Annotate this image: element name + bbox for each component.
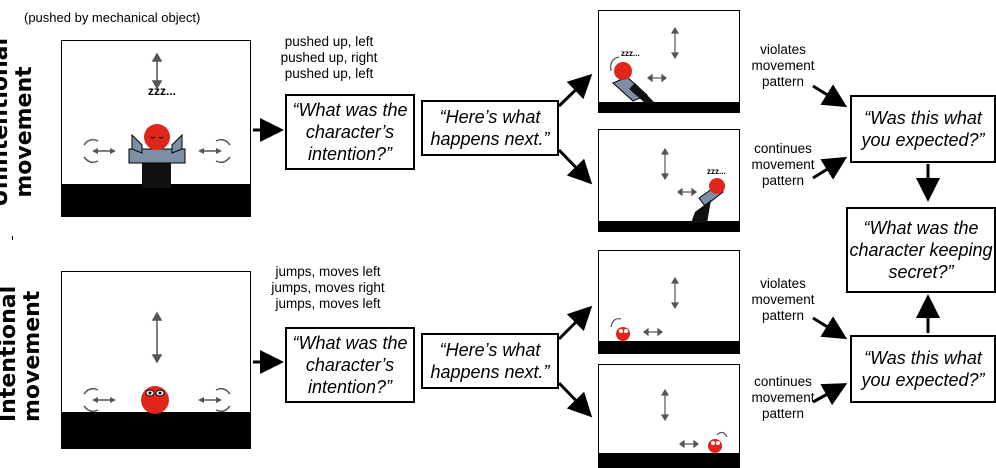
arrow [557, 381, 593, 418]
outcome-line: pattern [761, 74, 805, 89]
continues-scene: zzz... [660, 147, 726, 223]
outcome-line: continues [754, 141, 812, 156]
sequence-line: pushed up, right [280, 50, 378, 65]
floor [599, 341, 739, 353]
arrow [812, 383, 848, 406]
sequence-line: jumps, moves left [275, 296, 381, 311]
arrow [812, 316, 848, 340]
outcome-line: movement [751, 292, 815, 307]
outcome-violates-top: violates movement pattern [740, 42, 826, 90]
outcome-line: violates [760, 42, 806, 57]
expected-question-box-bottom: “Was this what you expected?” [850, 335, 996, 403]
mechanical-scene: zzz... [83, 52, 231, 188]
floor [62, 184, 250, 216]
floor [599, 102, 739, 112]
continues-scene [660, 388, 728, 453]
svg-text:zzz...: zzz... [707, 167, 726, 176]
sequence-line: pushed up, left [284, 66, 374, 81]
next-box-bottom: “Here’s what happens next.” [421, 333, 559, 389]
outcome-continues-bottom: continues movement pattern [740, 374, 826, 422]
svg-text:zzz...: zzz... [621, 49, 640, 58]
secret-question-box: “What was the character keeping secret?” [846, 207, 996, 293]
arrow [812, 84, 848, 108]
outcome-continues-top: continues movement pattern [740, 141, 826, 189]
expected-question-box-top: “Was this what you expected?” [850, 95, 996, 163]
outcome-line: movement [751, 157, 815, 172]
intentional-continues-panel [598, 364, 740, 468]
intention-question-box-top: “What was the character’s intention?” [285, 94, 415, 170]
intentional-main-panel [61, 271, 251, 449]
unintentional-violates-panel: zzz... [598, 10, 740, 113]
arrow [557, 148, 593, 185]
arrow [812, 156, 848, 180]
outcome-line: pattern [761, 308, 805, 323]
unintentional-sequence: pushed up, left pushed up, right pushed … [264, 34, 394, 82]
intentional-scene [83, 311, 231, 414]
sequence-line: pushed up, left [284, 34, 374, 49]
unintentional-main-panel: zzz... [61, 40, 251, 217]
arrow [557, 305, 593, 341]
sleep-zzz: zzz... [148, 84, 176, 98]
outcome-line: continues [754, 374, 812, 389]
outcome-violates-bottom: violates movement pattern [740, 276, 826, 324]
outcome-line: pattern [761, 406, 805, 421]
sequence-line: jumps, moves left [275, 264, 381, 279]
violates-scene [610, 276, 680, 341]
unintentional-continues-panel: zzz... [598, 129, 740, 232]
floor [599, 221, 739, 231]
intentional-sequence: jumps, moves left jumps, moves right jum… [256, 264, 400, 312]
floor [62, 412, 250, 448]
row-separator [12, 236, 13, 240]
intentional-violates-panel [598, 250, 740, 354]
sequence-line: jumps, moves right [271, 280, 385, 295]
intention-question-box-bottom: “What was the character’s intention?” [285, 327, 415, 403]
outcome-line: violates [760, 276, 806, 291]
outcome-line: movement [751, 390, 815, 405]
violates-scene: zzz... [610, 26, 680, 103]
next-box-top: “Here’s what happens next.” [421, 100, 559, 156]
outcome-line: movement [751, 58, 815, 73]
mechanical-caption: (pushed by mechanical object) [24, 10, 201, 25]
outcome-line: pattern [761, 173, 805, 188]
arrow [557, 73, 593, 108]
floor [599, 453, 739, 467]
